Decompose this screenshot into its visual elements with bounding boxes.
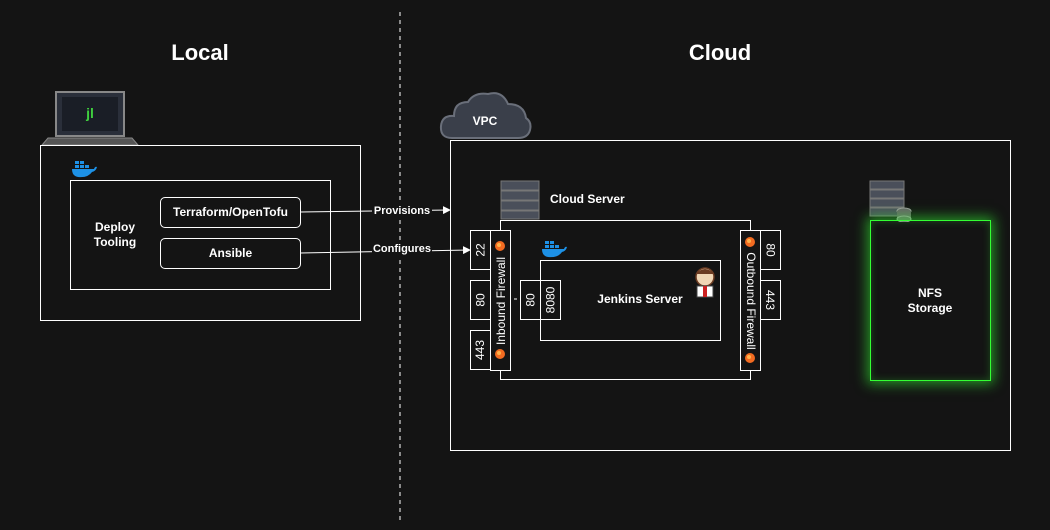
inbound-port-443: 443	[470, 330, 491, 370]
vpc-cloud-icon	[439, 92, 532, 139]
container-port-80-label: 80	[523, 293, 538, 307]
outbound-port-443-label: 443	[763, 289, 778, 311]
cloud-server-label: Cloud Server	[550, 192, 625, 206]
ansible-node[interactable]: Ansible	[160, 238, 301, 269]
provisions-label: Provisions	[372, 204, 432, 218]
firewall-icon	[495, 241, 505, 251]
terraform-node[interactable]: Terraform/OpenTofu	[160, 197, 301, 228]
cloud-region-title: Cloud	[688, 40, 752, 65]
deploy-tooling-label: Deploy Tooling	[93, 220, 137, 249]
inbound-firewall: Inbound Firewall	[490, 230, 511, 371]
jenkins-container	[540, 260, 721, 341]
firewall-icon	[495, 349, 505, 359]
docker-icon	[72, 161, 97, 178]
nfs-storage-box[interactable]	[870, 220, 991, 381]
local-machine-box	[40, 145, 361, 321]
inbound-port-22: 22	[470, 230, 491, 270]
firewall-icon	[745, 237, 755, 247]
local-region-title: Local	[171, 40, 229, 65]
container-port-80: 80	[520, 280, 541, 320]
outbound-port-80-label: 80	[763, 243, 778, 257]
storage-server-icon	[869, 180, 912, 222]
inbound-firewall-label: Inbound Firewall	[493, 256, 508, 345]
nfs-storage-label: NFS Storage	[907, 286, 953, 315]
jenkins-icon	[695, 267, 715, 298]
svg-text:jl: jl	[85, 105, 94, 121]
outbound-port-443: 443	[760, 280, 781, 320]
server-icon	[500, 180, 540, 220]
vpc-label: VPC	[472, 113, 498, 128]
vpc-box	[450, 140, 1011, 451]
outbound-firewall: Outbound Firewall	[740, 230, 761, 371]
outbound-firewall-label: Outbound Firewall	[743, 251, 758, 350]
inbound-port-443-label: 443	[473, 339, 488, 361]
laptop-icon: jl	[40, 91, 140, 146]
outbound-port-80: 80	[760, 230, 781, 270]
inbound-port-80: 80	[470, 280, 491, 320]
jenkins-label: Jenkins Server	[597, 291, 683, 306]
firewall-icon	[745, 353, 755, 363]
inbound-port-80-label: 80	[473, 293, 488, 307]
deploy-tooling-container	[70, 180, 331, 290]
configures-label: Configures	[372, 242, 432, 256]
docker-icon	[542, 241, 567, 258]
inbound-port-22-label: 22	[473, 243, 488, 257]
